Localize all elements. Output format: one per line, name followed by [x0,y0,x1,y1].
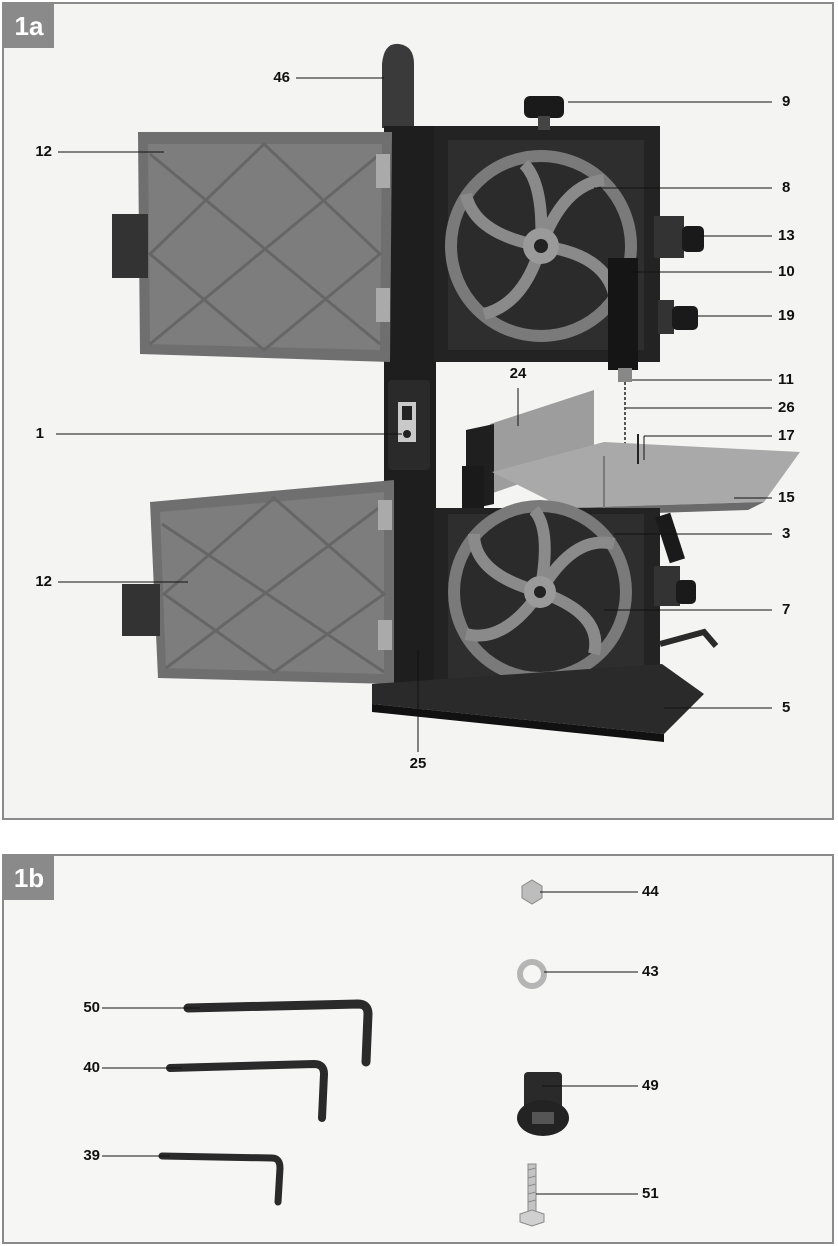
callout-12-lower-door: 12 [35,573,52,590]
panel-tag-1a: 1a [4,4,54,48]
allen-key-large [183,999,373,1067]
callout-24: 24 [509,365,527,382]
leader-lines-1b [102,891,638,1195]
upper-wheel [445,150,637,342]
panel-tag-1b: 1b [4,856,54,900]
band-saw-illustration [56,43,800,752]
blade-guard [608,258,638,370]
callout-17: 17 [778,427,795,444]
callout-11: 11 [778,371,794,388]
hex-nut [521,879,543,905]
guide-knob [672,306,698,330]
callout-12-upper-door: 12 [35,143,52,160]
callout-46: 46 [273,69,290,86]
lower-door [122,480,394,684]
allen-key-small [158,1152,284,1206]
figure-panel-1b: 1b 44 43 50 40 49 39 [2,854,834,1244]
lower-wheel [448,500,632,684]
callout-43: 43 [642,963,659,980]
accessories-illustration [102,879,638,1227]
callout-40: 40 [83,1059,100,1076]
callout-5: 5 [782,699,791,716]
callout-51: 51 [642,1185,659,1202]
figure-panel-1a: 1a [2,2,834,820]
table-insert [524,1072,562,1110]
callout-8: 8 [782,179,791,196]
saw-table [492,442,800,508]
callout-10: 10 [778,263,795,280]
callout-13: 13 [778,227,795,244]
callout-39: 39 [83,1147,100,1164]
callout-50: 50 [83,999,100,1016]
callout-25: 25 [409,755,427,772]
leader-lines [56,77,772,752]
callout-9: 9 [782,93,791,110]
bolt [519,1163,545,1227]
callout-26: 26 [778,399,795,416]
carry-handle [382,43,414,129]
callout-3: 3 [782,525,791,542]
callout-44: 44 [642,883,659,900]
callout-7: 7 [782,601,791,618]
callout-15: 15 [778,489,795,506]
tracking-knob [682,226,704,252]
washer [517,959,547,989]
saw-base [372,664,704,734]
callout-19: 19 [778,307,795,324]
upper-door [112,132,392,362]
callout-49: 49 [642,1077,659,1094]
allen-key-medium [166,1059,329,1122]
callout-1: 1 [35,425,44,442]
tension-knob [524,96,564,118]
